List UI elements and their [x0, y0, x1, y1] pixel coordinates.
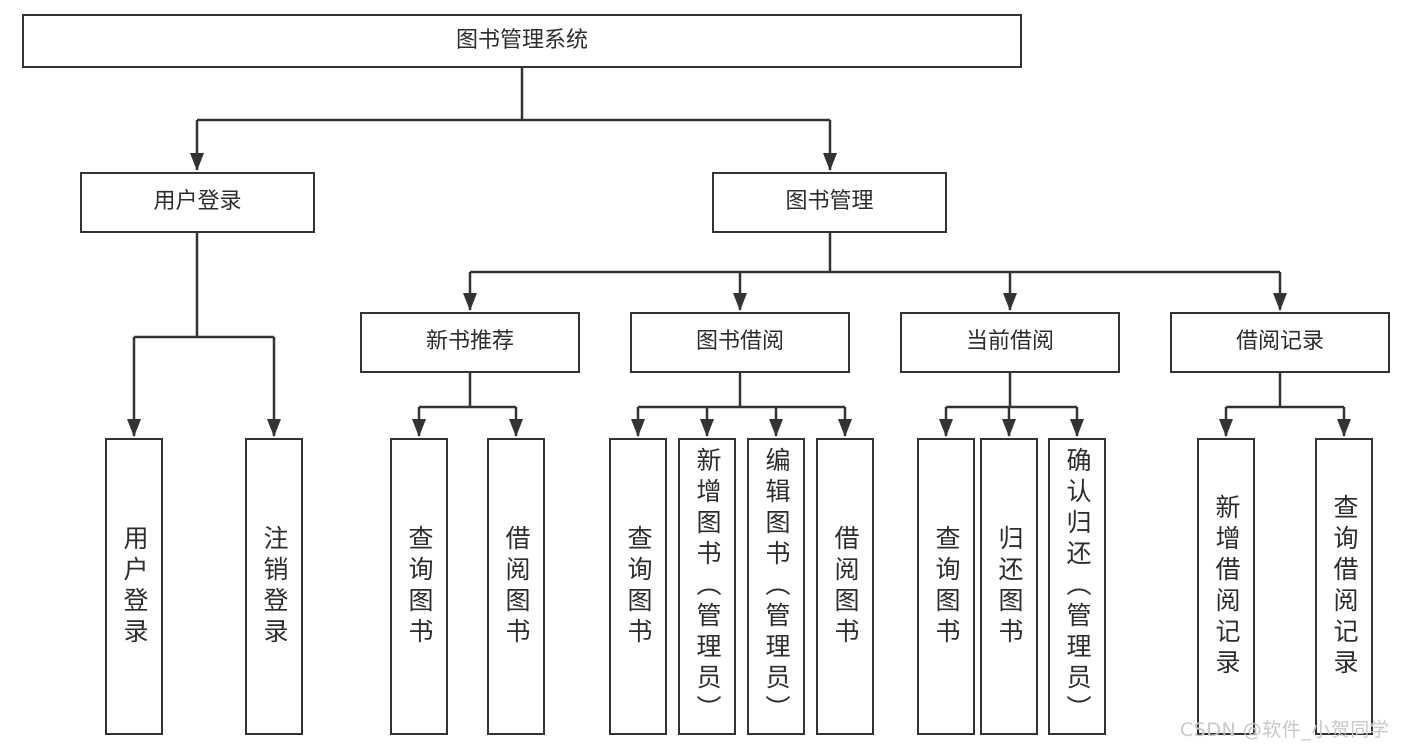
leaf-logout-login: 注销登录	[245, 438, 303, 735]
leaf-br-query-record: 查询借阅记录	[1315, 438, 1373, 735]
leaf-cb-query-books: 查询图书	[917, 438, 975, 735]
leaf-user-login: 用户登录	[105, 438, 163, 735]
leaf-nb-borrow-books: 借阅图书	[487, 438, 545, 735]
leaf-bb-edit-books-admin: 编辑图书（管理员）	[747, 438, 805, 735]
leaf-cb-confirm-return-admin: 确认归还（管理员）	[1048, 438, 1106, 735]
node-current-borrowing: 当前借阅	[900, 312, 1120, 373]
node-root: 图书管理系统	[22, 14, 1022, 68]
leaf-bb-borrow-books: 借阅图书	[816, 438, 874, 735]
leaf-cb-return-books: 归还图书	[980, 438, 1038, 735]
node-borrowing-records: 借阅记录	[1170, 312, 1390, 373]
leaf-bb-query-books: 查询图书	[609, 438, 667, 735]
leaf-br-add-record: 新增借阅记录	[1197, 438, 1255, 735]
leaf-nb-query-books: 查询图书	[390, 438, 448, 735]
node-new-book-recommend: 新书推荐	[360, 312, 580, 373]
node-book-management: 图书管理	[712, 172, 947, 233]
node-book-borrowing: 图书借阅	[630, 312, 850, 373]
csdn-watermark: CSDN @软件_小贺同学	[1180, 719, 1390, 741]
node-user-login: 用户登录	[80, 172, 315, 233]
leaf-bb-add-books-admin: 新增图书（管理员）	[678, 438, 736, 735]
